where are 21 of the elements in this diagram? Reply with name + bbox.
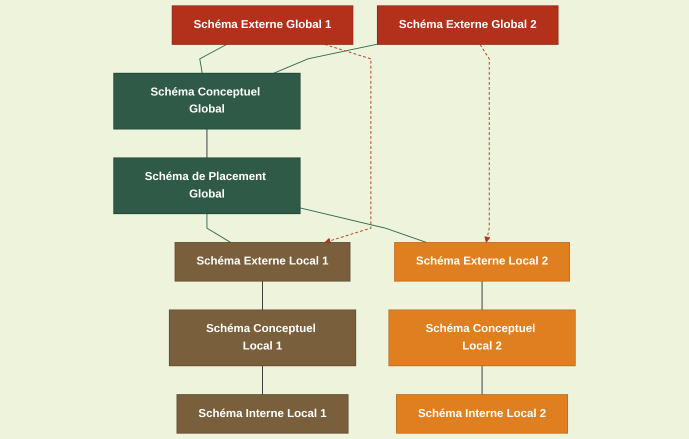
node-box: Schéma Interne Local 2 bbox=[396, 394, 568, 434]
connector bbox=[262, 280, 263, 310]
connector bbox=[482, 280, 483, 310]
connector bbox=[262, 365, 263, 395]
connector bbox=[482, 365, 483, 395]
connector bbox=[273, 44, 378, 74]
connector bbox=[199, 44, 227, 74]
node-box: Schéma Conceptuel Local 1 bbox=[168, 310, 356, 366]
connector bbox=[206, 213, 232, 243]
node-box: Schéma de Placement Global bbox=[113, 157, 301, 214]
connector bbox=[206, 128, 208, 158]
node-box: Schéma Externe Global 2 bbox=[376, 5, 558, 45]
node-box: Schéma Conceptuel Local 2 bbox=[388, 310, 576, 366]
connector bbox=[300, 207, 427, 243]
arrow bbox=[324, 44, 372, 244]
node-box: Schéma Externe Local 2 bbox=[394, 242, 570, 282]
node-box: Schéma Externe Local 1 bbox=[174, 242, 350, 282]
node-box: Schéma Interne Local 1 bbox=[176, 394, 349, 434]
arrow bbox=[480, 44, 490, 243]
node-box: Schéma Externe Global 1 bbox=[172, 5, 354, 45]
node-box: Schéma Conceptuel Global bbox=[113, 72, 301, 130]
